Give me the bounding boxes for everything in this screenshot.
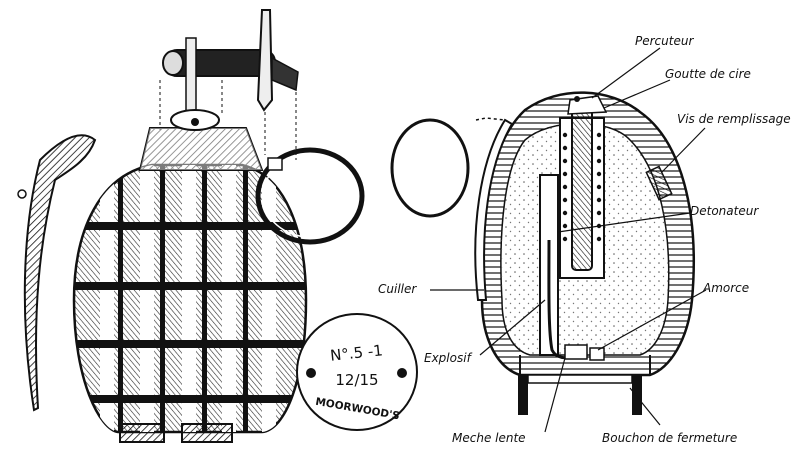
grenade-cutaway (390, 47, 707, 433)
pull-ring (255, 147, 365, 245)
cutaway-ring (390, 118, 470, 218)
label-goutte: Goutte de cire (665, 67, 751, 81)
base-stamp: N°.5 -1 12/15 MOORWOOD'S (296, 313, 418, 431)
stamp-line1: N°.5 -1 (329, 341, 383, 364)
stamp-line2: 12/15 (335, 371, 378, 389)
filling-screw (645, 165, 673, 201)
leader-lines (430, 47, 707, 433)
label-amorce: Amorce (703, 281, 750, 295)
grenade-body (72, 109, 308, 443)
striker (571, 109, 593, 271)
cutaway-lever (474, 118, 514, 301)
spring (562, 132, 602, 242)
label-explosif: Explosif (424, 351, 471, 365)
label-bouchon: Bouchon de fermeture (602, 431, 738, 445)
label-detonateur: Detonateur (690, 204, 759, 218)
base-plug (518, 344, 651, 415)
label-cuiller: Cuiller (378, 282, 417, 296)
label-percuteur: Percuteur (635, 34, 694, 48)
lever (23, 134, 97, 412)
grenade-exterior: N°.5 -1 12/15 MOORWOOD'S (17, 9, 418, 443)
label-vis: Vis de remplissage (677, 112, 791, 126)
label-meche: Meche lente (452, 431, 526, 445)
